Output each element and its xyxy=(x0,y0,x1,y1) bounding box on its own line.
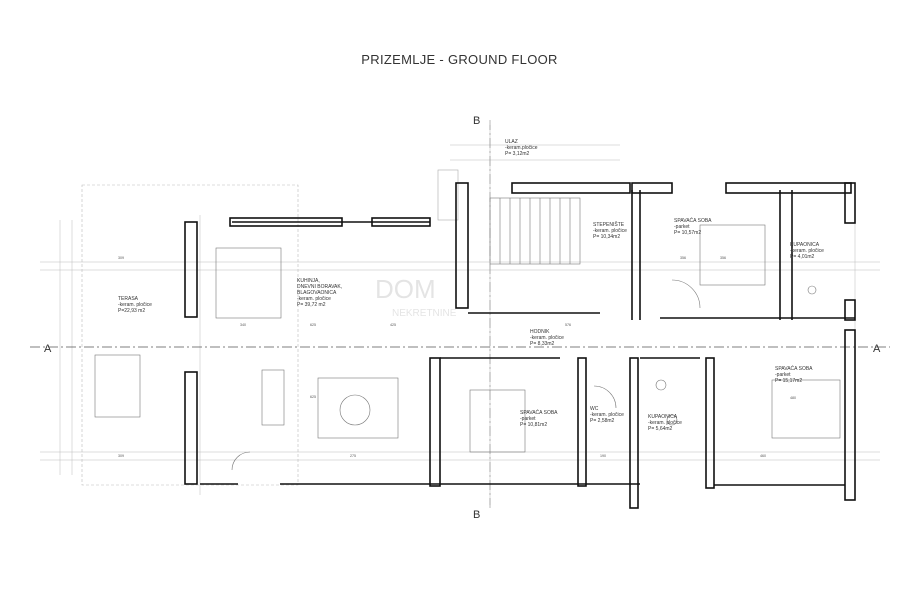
room-label-kupaonica-1: KUPAONICA -keram. pločice P= 4,01m2 xyxy=(790,242,825,260)
section-mark-a-right: A xyxy=(873,343,881,355)
dimension-label: 309 xyxy=(118,454,124,458)
watermark-sub: NEKRETNINE xyxy=(392,308,457,319)
dimension-label: 356 xyxy=(680,256,686,260)
dimension-label: 480 xyxy=(790,396,796,400)
section-mark-b-top: B xyxy=(473,115,480,127)
dimension-label: 340 xyxy=(240,323,246,327)
room-label-wc: WC -keram. pločice P= 2,58m2 xyxy=(590,406,625,424)
room-label-stepeniste: STEPENIŠTE -keram. pločice P= 10,34m2 xyxy=(593,221,628,240)
dimension-label: 356 xyxy=(720,256,726,260)
dimension-label: 425 xyxy=(390,323,396,327)
section-mark-a-left: A xyxy=(44,343,52,355)
room-label-ulaz: ULAZ -keram.pločice P= 3,12m2 xyxy=(505,139,539,157)
room-label-spavaca-soba-2: SPAVAĆA SOBA -parket P= 10,81m2 xyxy=(520,409,559,428)
dimension-label: 625 xyxy=(310,323,316,327)
room-label-spavaca-soba-3: SPAVAĆA SOBA -parket P= 15,17m2 xyxy=(775,365,814,384)
dimension-label: 625 xyxy=(310,395,316,399)
section-mark-b-bottom: B xyxy=(473,509,480,521)
room-label-spavaca-soba-1: SPAVAĆA SOBA -parket P= 10,57m2 xyxy=(674,217,713,236)
dimension-label: 460 xyxy=(760,454,766,458)
room-label-kuhinja: KUHINJA, DNEVNI BORAVAK, BLAGOVAONICA -k… xyxy=(297,278,344,308)
drawing-title: PRIZEMLJE - GROUND FLOOR xyxy=(361,52,558,67)
room-label-terasa: TERASA -keram. pločice P=22,93 m2 xyxy=(118,296,153,314)
room-label-hodnik: HODNIK -keram. pločice P= 8,33m2 xyxy=(530,329,565,347)
watermark-brand: DOM xyxy=(375,274,436,304)
dimension-label: 309 xyxy=(118,256,124,260)
dimension-label: 576 xyxy=(565,323,571,327)
room-label-kupaonica-2: KUPAONICA -keram. pločice P= 5,64m2 xyxy=(648,414,683,432)
dimension-label: 190 xyxy=(600,454,606,458)
dimension-label: 275 xyxy=(350,454,356,458)
